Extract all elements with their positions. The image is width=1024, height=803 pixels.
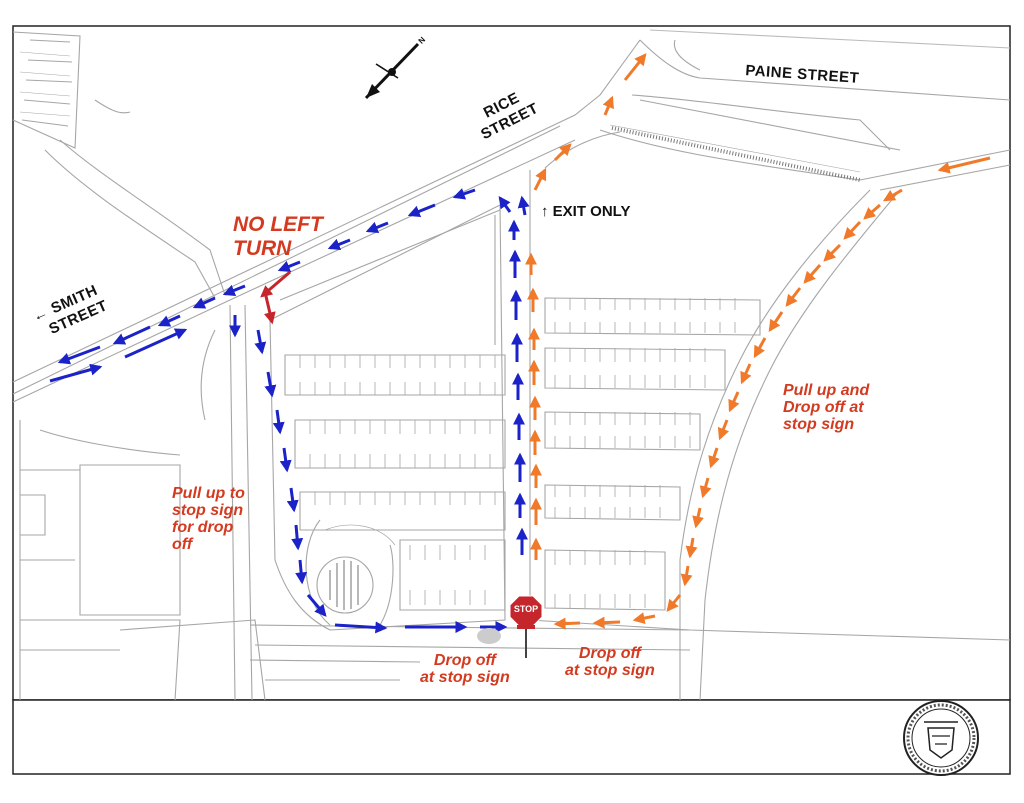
base-map [12, 29, 1011, 701]
right-note-line1: Pull up and [783, 382, 870, 399]
right-dropoff-note: Pull up and Drop off at stop sign [783, 382, 869, 433]
roundabout-island [329, 560, 359, 610]
exit-only-label: ↑ EXIT ONLY [541, 203, 631, 220]
bottom-center-line1: Drop off [433, 652, 496, 669]
stop-sign-icon [509, 595, 543, 658]
left-note-line3: for drop [172, 519, 234, 536]
stop-sign-label: STOP [513, 604, 539, 614]
no-left-turn-line2: TURN [233, 237, 292, 260]
bottom-center-dropoff-note: Drop off at stop sign [420, 652, 510, 686]
no-left-turn-line1: NO LEFT [233, 213, 323, 236]
no-left-turn-arrows [260, 270, 291, 325]
no-left-turn-label: NO LEFT TURN [233, 213, 323, 261]
title-block-frame [12, 699, 1011, 775]
left-note-line2: stop sign [172, 502, 244, 519]
bottom-right-dropoff-note: Drop off at stop sign [565, 645, 655, 679]
north-arrow-icon [364, 42, 420, 100]
dropoff-zone-marker [477, 628, 501, 644]
bottom-right-line2: at stop sign [565, 662, 655, 679]
left-note-line4: off [172, 536, 193, 553]
left-note-line1: Pull up to [172, 485, 245, 502]
right-note-line3: stop sign [783, 416, 855, 433]
right-note-line2: Drop off at [783, 399, 864, 416]
bottom-center-line2: at stop sign [420, 669, 510, 686]
left-dropoff-note: Pull up to stop sign for drop off [172, 485, 245, 553]
parking-stalls [299, 298, 736, 608]
map-frame [12, 25, 1011, 701]
orange-route-arrows [525, 53, 991, 630]
blue-route-arrows [49, 188, 530, 634]
bottom-right-line1: Drop off [578, 645, 641, 662]
university-seal-logo [903, 700, 979, 776]
